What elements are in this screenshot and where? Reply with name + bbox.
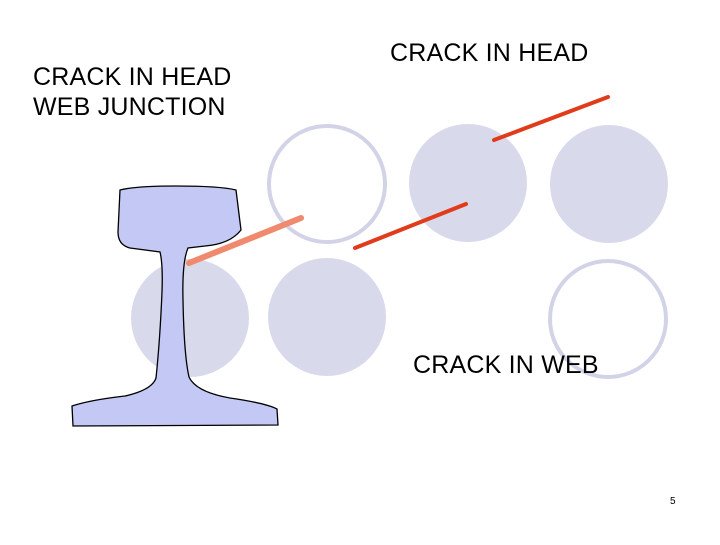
filled-circle-bottom-middle: [268, 258, 386, 376]
filled-circle-top-right: [550, 125, 668, 243]
label-crack-in-head-web-junction: CRACK IN HEAD WEB JUNCTION: [33, 62, 231, 122]
label-crack-in-web: CRACK IN WEB: [413, 351, 599, 379]
crack-head-line: [492, 95, 610, 142]
label-junction-line-2: WEB JUNCTION: [33, 93, 226, 121]
label-crack-in-head: CRACK IN HEAD: [390, 39, 589, 67]
filled-circle-top-middle: [409, 124, 527, 242]
crack-head-web-junction-line: [186, 215, 304, 266]
label-junction-line-1: CRACK IN HEAD: [33, 63, 232, 91]
filled-circle-bottom-left: [131, 259, 249, 377]
crack-web-line: [353, 202, 468, 250]
outline-circle-top-left: [267, 124, 387, 244]
outline-circle-bottom-right: [548, 259, 668, 379]
page-number: 5: [670, 496, 676, 507]
rail-cross-section: [71, 185, 279, 427]
